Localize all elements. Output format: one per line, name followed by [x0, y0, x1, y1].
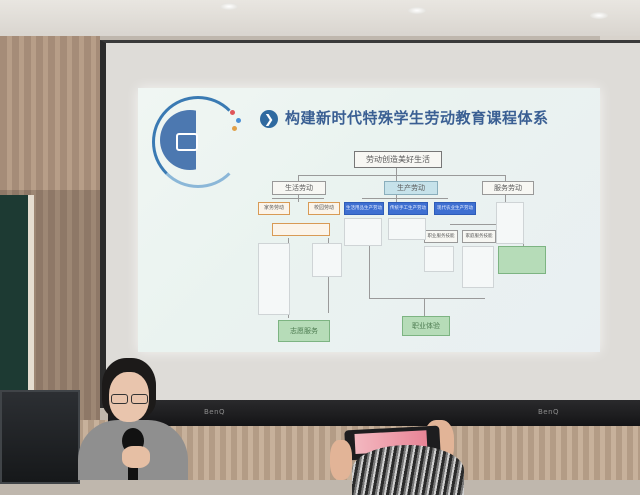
- connector-line: [298, 175, 506, 176]
- connector-line: [298, 175, 299, 181]
- audience-hand: [330, 440, 352, 480]
- connector-line: [362, 198, 448, 199]
- detail-note: [424, 246, 454, 272]
- detail-note: [462, 246, 494, 288]
- brand-label: BenQ: [538, 408, 560, 416]
- connector-line: [396, 167, 397, 175]
- audience-head: [352, 445, 464, 495]
- thumbs-up-icon: [176, 133, 198, 151]
- decor-dot-icon: [236, 118, 241, 123]
- node-service-a: 职业服务技能: [424, 230, 458, 243]
- node-life-labor: 生活劳动: [272, 181, 326, 195]
- node-production-c: 现代农业生产劳动: [434, 202, 476, 215]
- connector-line: [272, 198, 324, 199]
- connector-line: [424, 298, 425, 316]
- connector-line: [396, 175, 397, 181]
- node-housework: 家务劳动: [258, 202, 290, 215]
- outcome-volunteer: 志愿服务: [278, 320, 330, 342]
- ceiling-light: [408, 7, 426, 14]
- connector-line: [369, 223, 370, 298]
- ceiling: [0, 0, 640, 36]
- connector-line: [505, 175, 506, 181]
- node-production-b: 传统手工生产劳动: [388, 202, 428, 215]
- detail-note: [388, 218, 426, 240]
- monitor: [0, 390, 80, 484]
- node-production-labor: 生产劳动: [384, 181, 438, 195]
- green-board: [0, 195, 28, 390]
- detail-note: [344, 218, 382, 246]
- speaker-hand: [122, 446, 150, 468]
- root-node: 劳动创造美好生活: [354, 151, 442, 168]
- detail-note: [258, 243, 290, 315]
- outcome-service: [498, 246, 546, 274]
- slide-title: 构建新时代特殊学生劳动教育课程体系: [285, 109, 549, 127]
- glasses-icon: [110, 394, 148, 404]
- decor-dot-icon: [230, 110, 235, 115]
- node-service-b: 家庭服务技能: [462, 230, 496, 243]
- board-frame: [28, 195, 34, 390]
- connector-line: [450, 224, 506, 225]
- node-service-labor: 服务劳动: [482, 181, 534, 195]
- detail-note: [312, 243, 342, 277]
- ceiling-light: [220, 3, 238, 10]
- brand-label: BenQ: [204, 408, 226, 416]
- node-life-sub: [272, 223, 330, 236]
- projector-bar: BenQ BenQ: [108, 400, 640, 426]
- decor-dot-icon: [232, 126, 237, 131]
- presentation-slide: ❯ 构建新时代特殊学生劳动教育课程体系 劳动创造美好生活 生活劳动 生产劳动 服…: [138, 88, 600, 352]
- logo-ring-icon: [152, 96, 244, 188]
- node-production-a: 生活用品生产劳动: [344, 202, 384, 215]
- detail-note: [496, 202, 524, 244]
- chevron-right-icon: ❯: [260, 110, 278, 128]
- speaker-face: [109, 372, 149, 422]
- outcome-career: 职业体验: [402, 316, 450, 336]
- node-campus-labor: 校园劳动: [308, 202, 340, 215]
- ceiling-light: [590, 12, 608, 19]
- connector-line: [369, 298, 485, 299]
